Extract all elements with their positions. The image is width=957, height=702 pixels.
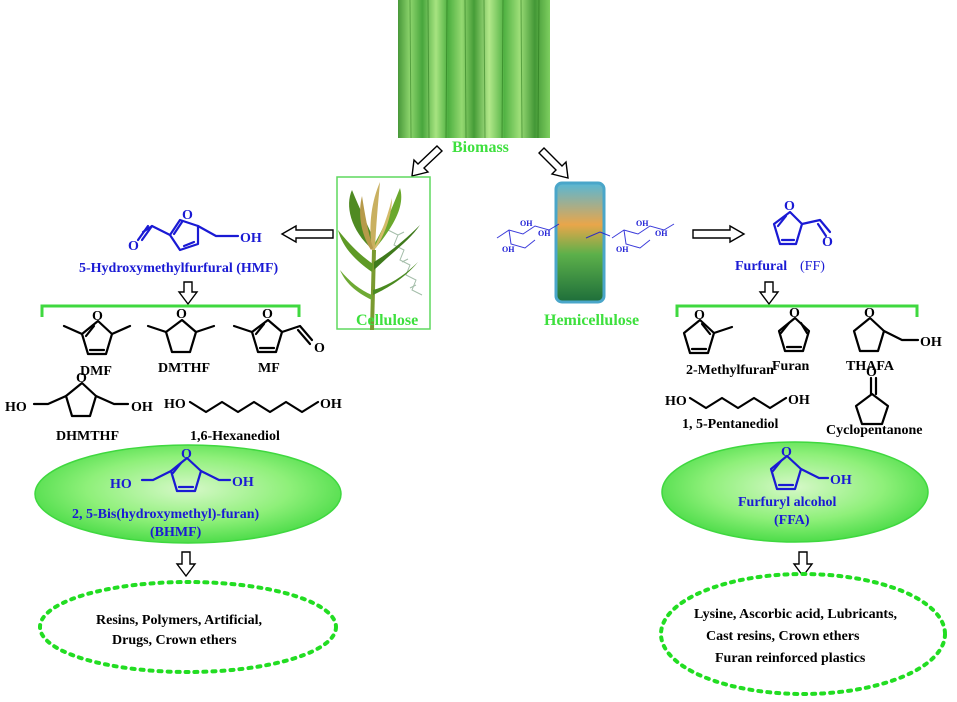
hmf-oxygen: O (182, 208, 193, 223)
ffa-oxygen: O (781, 445, 792, 460)
arrow-hemicellulose-to-furfural (692, 224, 746, 244)
hemi-oh-5: OH (636, 219, 649, 228)
biomass-label: Biomass (452, 139, 509, 156)
furan-structure: O (777, 306, 811, 353)
methylfuran-structure: O (682, 308, 734, 355)
mf-structure: O O (232, 307, 325, 356)
dmf-label: DMF (80, 364, 112, 379)
hexanediol-hydroxyl-right: OH (320, 397, 342, 412)
arrow-to-hemicellulose (538, 147, 569, 179)
dmthf-oxygen: O (176, 307, 187, 322)
hmf-products-bracket (40, 304, 301, 317)
furfural-structure: O O (772, 199, 833, 250)
bhmf-ellipse: O HO OH 2, 5-Bis(hydroxymethyl)-furan) (… (34, 444, 342, 544)
thafa-label: THAFA (846, 359, 895, 374)
hemi-oh-1: OH (502, 245, 515, 254)
thafa-hydroxyl: OH (920, 335, 942, 350)
arrow-cellulose-to-hmf (280, 224, 334, 244)
furfural-oxygen: O (784, 199, 795, 214)
biomass-image (398, 0, 550, 139)
pentanediol-structure: HO OH (665, 393, 810, 410)
mf-carbonyl-oxygen: O (314, 341, 325, 356)
bhmf-uses-line-1: Resins, Polymers, Artificial, (96, 613, 262, 628)
dhmthf-structure: O HO OH (5, 371, 153, 418)
dhmthf-hydroxyl-right: OH (131, 400, 153, 415)
dmthf-label: DMTHF (158, 361, 210, 376)
arrow-to-cellulose (411, 145, 444, 177)
hemicellulose-image: OH OH OH OH OH OH (496, 181, 675, 304)
furan-label: Furan (772, 359, 810, 374)
hmf-structure: O O OH (128, 208, 262, 254)
arrow-ffa-down (792, 551, 814, 578)
bhmf-uses-line-2: Drugs, Crown ethers (112, 633, 237, 648)
cyclopentanone-label: Cyclopentanone (826, 423, 922, 438)
hemi-oh-6: OH (655, 229, 668, 238)
dhmthf-oxygen: O (76, 371, 87, 386)
cyclopentanone-structure: O (854, 365, 890, 426)
mf-oxygen: O (262, 307, 273, 322)
hmf-label: 5-Hydroxymethylfurfural (HMF) (79, 261, 279, 276)
cellulose-label: Cellulose (356, 312, 418, 329)
arrow-hmf-down (177, 281, 199, 306)
hemi-oh-3: OH (538, 229, 551, 238)
furfural-abbr: (FF) (800, 259, 825, 274)
bhmf-oxygen: O (181, 447, 192, 462)
thafa-oxygen: O (864, 306, 875, 321)
methylfuran-oxygen: O (694, 308, 705, 323)
hexanediol-structure: HO OH (164, 397, 342, 414)
hemicellulose-label: Hemicellulose (544, 312, 639, 329)
dhmthf-label: DHMTHF (56, 429, 119, 444)
ffa-abbr: (FFA) (774, 513, 810, 528)
hemi-oh-2: OH (520, 219, 533, 228)
hexanediol-label: 1,6-Hexanediol (190, 429, 280, 444)
bhmf-label: 2, 5-Bis(hydroxymethyl)-furan) (72, 507, 260, 522)
cyclopentanone-oxygen: O (866, 365, 877, 380)
arrow-furfural-down (758, 281, 780, 306)
bhmf-hydroxyl-left: HO (110, 477, 132, 492)
mf-label: MF (258, 361, 280, 376)
hemi-oh-4: OH (616, 245, 629, 254)
cellulose-image (336, 176, 431, 331)
dmf-oxygen: O (92, 309, 103, 324)
hmf-carbonyl-oxygen: O (128, 239, 139, 254)
dhmthf-hydroxyl-left: HO (5, 400, 27, 415)
ffa-hydroxyl: OH (830, 473, 852, 488)
xylan-chain-structure (496, 223, 675, 249)
ffa-uses-line-2: Cast resins, Crown ethers (706, 629, 860, 644)
furfural-carbonyl-oxygen: O (822, 235, 833, 250)
pentanediol-label: 1, 5-Pentanediol (682, 417, 779, 432)
dmf-structure: O (62, 309, 132, 356)
methylfuran-label: 2-Methylfuran (686, 363, 774, 378)
furfural-label: Furfural (735, 259, 787, 274)
pentanediol-hydroxyl-right: OH (788, 393, 810, 408)
hexanediol-hydroxyl-left: HO (164, 397, 186, 412)
ffa-uses-ellipse: Lysine, Ascorbic acid, Lubricants, Cast … (659, 572, 947, 696)
hmf-hydroxyl: OH (240, 231, 262, 246)
ffa-uses-line-3: Furan reinforced plastics (715, 651, 866, 666)
furan-oxygen: O (789, 306, 800, 321)
ffa-ellipse: O OH Furfuryl alcohol (FFA) (661, 441, 929, 543)
bhmf-hydroxyl-right: OH (232, 475, 254, 490)
ff-products-bracket (675, 304, 919, 317)
ffa-label: Furfuryl alcohol (738, 495, 836, 510)
bhmf-abbr: (BHMF) (150, 525, 202, 540)
ffa-uses-line-1: Lysine, Ascorbic acid, Lubricants, (694, 607, 897, 622)
dmthf-structure: O (146, 307, 216, 354)
bhmf-uses-ellipse: Resins, Polymers, Artificial, Drugs, Cro… (38, 580, 338, 674)
thafa-structure: O OH (852, 306, 942, 353)
arrow-bhmf-down (175, 551, 197, 578)
pentanediol-hydroxyl-left: HO (665, 394, 687, 409)
